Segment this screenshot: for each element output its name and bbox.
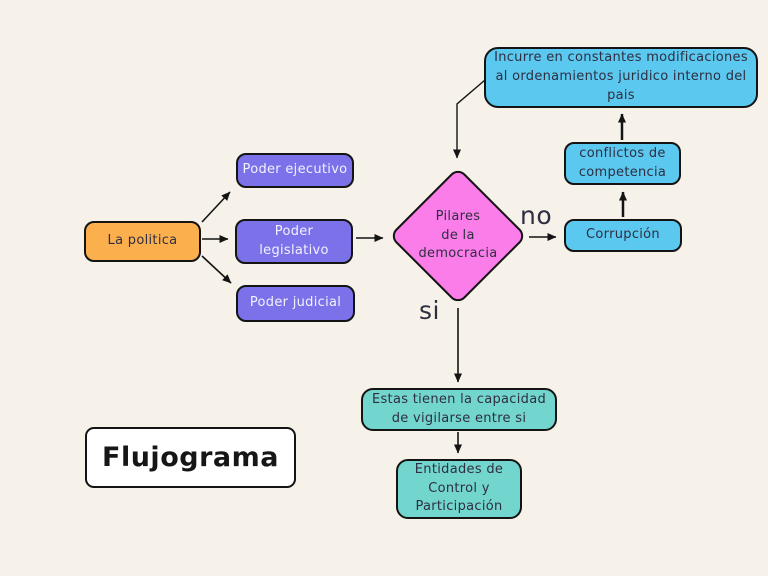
arrow-politica-ejecutivo	[201, 191, 231, 223]
title-box[interactable]: Flujograma	[85, 427, 296, 488]
node-poder-ejecutivo-label: Poder ejecutivo	[242, 162, 348, 178]
page-title: Flujograma	[102, 442, 279, 473]
edge-label-si: si	[419, 296, 440, 325]
node-entidades-control[interactable]: Entidades de Control y Participación	[396, 459, 522, 519]
node-poder-ejecutivo[interactable]: Poder ejecutivo	[236, 153, 354, 188]
node-incurre-modificaciones-label: Incurre en constantes modificaciones al …	[494, 50, 748, 103]
node-poder-legislativo[interactable]: Poder legislativo	[235, 219, 353, 264]
node-poder-judicial-label: Poder judicial	[249, 295, 342, 311]
node-corrupcion-label: Corrupción	[586, 227, 660, 243]
node-incurre-modificaciones[interactable]: Incurre en constantes modificaciones al …	[484, 47, 758, 108]
node-entidades-control-label: Entidades de Control y Participación	[414, 461, 504, 515]
node-capacidad-vigilarse[interactable]: Estas tienen la capacidad de vigilarse e…	[361, 388, 557, 431]
node-poder-judicial[interactable]: Poder judicial	[236, 285, 355, 322]
arrow-politica-judicial	[201, 255, 232, 284]
node-corrupcion[interactable]: Corrupción	[564, 219, 682, 252]
node-pilares-democracia-label: Pilares de la democracia	[418, 208, 498, 262]
node-capacidad-vigilarse-label: Estas tienen la capacidad de vigilarse e…	[371, 391, 547, 426]
edge-label-no: no	[520, 201, 553, 230]
node-poder-legislativo-label: Poder legislativo	[259, 223, 329, 258]
node-pilares-democracia-label-box: Pilares de la democracia	[398, 207, 518, 265]
node-conflictos-competencia[interactable]: conflictos de competencia	[564, 142, 681, 185]
node-la-politica[interactable]: La politica	[84, 221, 201, 262]
node-la-politica-label: La politica	[107, 233, 178, 249]
node-conflictos-competencia-label: conflictos de competencia	[578, 145, 667, 180]
arrow-incurre-diamante	[453, 79, 486, 159]
